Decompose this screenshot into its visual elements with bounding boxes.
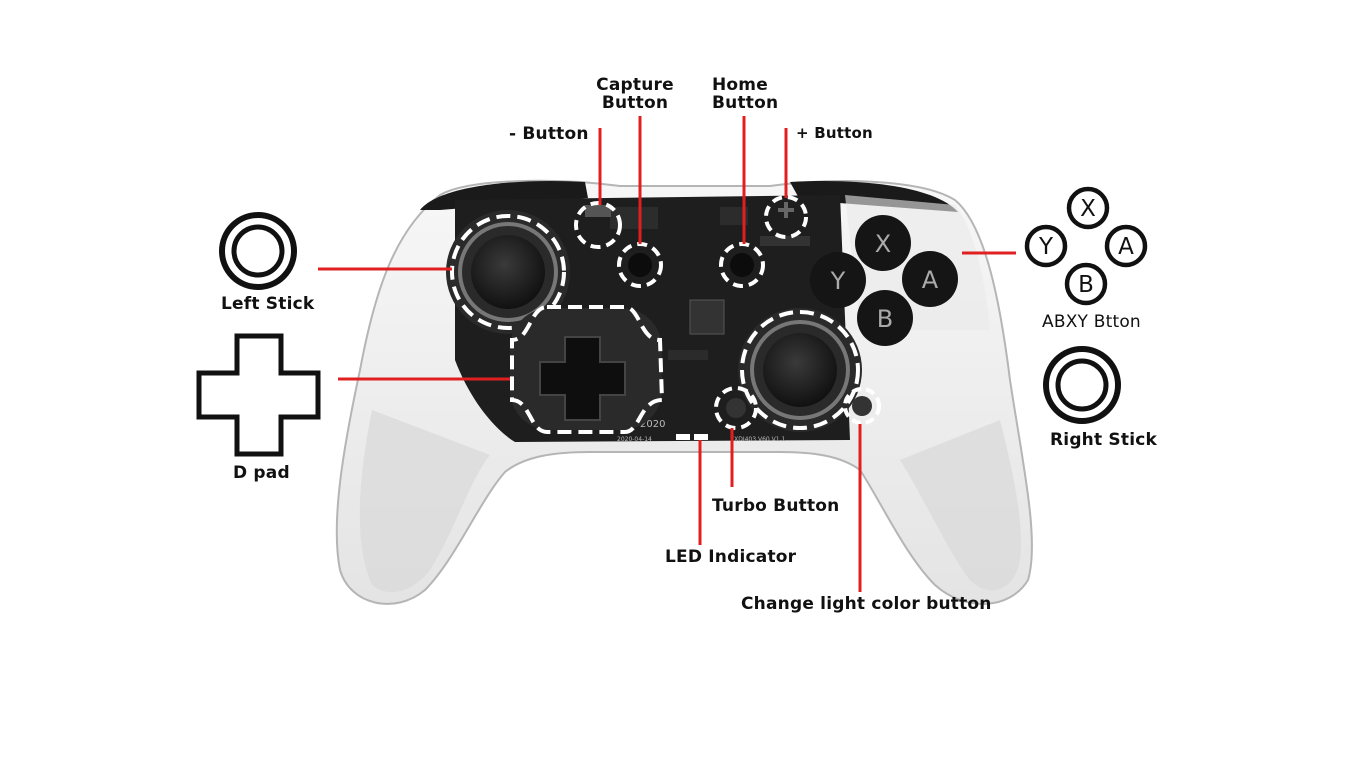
- d-pad-icon: [196, 333, 321, 457]
- left-stick: [446, 210, 570, 334]
- right-stick-label: Right Stick: [1050, 430, 1158, 450]
- change-light-color-button: [843, 387, 881, 425]
- turbo-button-label: Turbo Button: [712, 496, 840, 516]
- plus-button: [764, 195, 808, 239]
- abxy-icon: X Y A B: [1024, 186, 1148, 306]
- home-label-line1: Home: [712, 75, 768, 95]
- right-stick-icon: [1043, 346, 1121, 424]
- change-light-color-label: Change light color button: [741, 594, 992, 614]
- left-stick-label: Left Stick: [221, 294, 315, 314]
- face-b-text: B: [877, 305, 893, 333]
- left-stick-icon: [219, 212, 297, 290]
- abxy-label: ABXY Btton: [1042, 312, 1141, 332]
- icon-y-text: Y: [1038, 234, 1054, 260]
- face-y-text: Y: [830, 267, 846, 295]
- icon-x-text: X: [1080, 196, 1096, 222]
- home-button: [719, 242, 765, 288]
- d-pad: [510, 305, 665, 434]
- right-stick: [738, 308, 862, 432]
- board-model: ZXDI403 V60 V1.1: [730, 436, 785, 443]
- minus-button-label: - Button: [509, 124, 589, 144]
- home-label-line2: Button: [712, 93, 779, 113]
- icon-b-text: B: [1078, 272, 1094, 298]
- led-indicator: [676, 434, 708, 440]
- home-button-label: Home Button: [712, 76, 778, 112]
- capture-label-line2: Button: [601, 93, 669, 113]
- capture-label-line1: Capture: [596, 75, 674, 95]
- face-a-text: A: [922, 266, 939, 294]
- capture-button-label: Capture Button: [580, 76, 690, 112]
- face-buttons: X Y A B: [810, 215, 958, 346]
- led-indicator-label: LED Indicator: [665, 547, 797, 567]
- plus-button-label: + Button: [796, 124, 873, 142]
- minus-button: [574, 201, 622, 249]
- callout-lines: [318, 116, 1016, 592]
- face-x-text: X: [875, 230, 891, 258]
- board-date: 2020-04-14: [617, 436, 652, 443]
- icon-a-text: A: [1118, 234, 1134, 260]
- board-year: 2020: [640, 419, 665, 430]
- d-pad-label: D pad: [233, 463, 290, 483]
- turbo-button: [714, 386, 758, 430]
